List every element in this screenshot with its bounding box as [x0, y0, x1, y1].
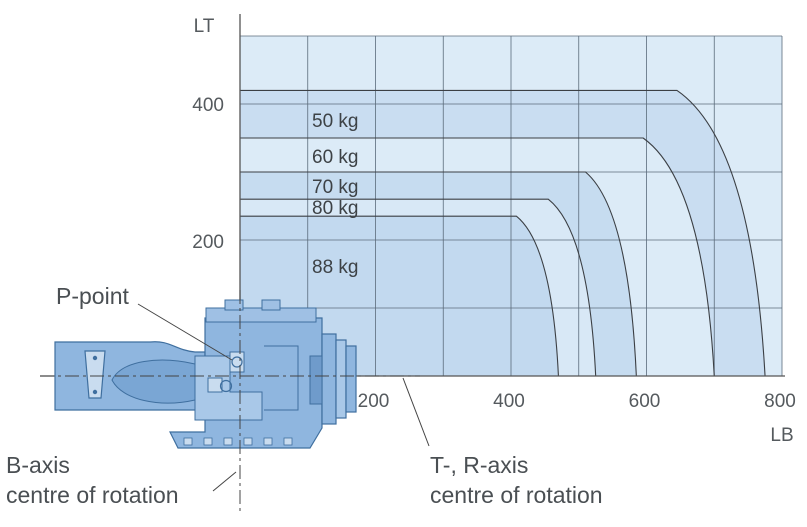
load-curve — [240, 171, 637, 377]
tr-axis-label: T-, R-axis — [430, 452, 528, 478]
tool-flange — [345, 345, 357, 413]
bolt-icon — [223, 437, 233, 446]
bolt-icon — [283, 437, 293, 446]
series-label: 70 kg — [312, 177, 358, 198]
robot-wrist-illustration — [54, 299, 357, 449]
tr-axis-leader — [402, 377, 430, 447]
series-label: 88 kg — [312, 257, 358, 278]
wrist-top-plate — [205, 307, 317, 323]
series-label: 60 kg — [312, 147, 358, 168]
tr-axis-sublabel: centre of rotation — [430, 482, 603, 508]
axis-ticks: 200 400 600 800 200 400 — [192, 95, 796, 412]
wrist-inner-outline — [264, 345, 299, 411]
load-curve — [240, 89, 766, 377]
load-bands — [240, 90, 766, 376]
p-point-circle — [231, 356, 243, 368]
bolt-icon — [203, 437, 213, 446]
bolt-icon — [263, 437, 273, 446]
flange-hub — [309, 355, 323, 405]
load-curve — [240, 215, 559, 377]
load-curve — [240, 137, 715, 377]
flange-plate — [321, 333, 337, 425]
y-tick-label: 200 — [192, 232, 224, 253]
x-tick-label: 400 — [493, 391, 525, 412]
x-tick-label: 600 — [629, 391, 661, 412]
y-tick-label: 400 — [192, 95, 224, 116]
load-curve — [240, 198, 597, 377]
y-axis-title: LT — [194, 16, 215, 37]
bolt-icon — [183, 437, 193, 446]
bolt-icon — [243, 437, 253, 446]
p-point-label: P-point — [56, 283, 129, 309]
x-tick-label: 200 — [358, 391, 390, 412]
b-axis-leader — [212, 471, 237, 492]
bolt-icon — [92, 389, 98, 395]
arm-bracket — [84, 350, 106, 399]
wrist-top-lug — [261, 299, 281, 311]
flange-ring — [335, 339, 347, 419]
series-label: 50 kg — [312, 111, 358, 132]
b-axis-label: B-axis — [6, 452, 70, 478]
joint-circle — [219, 379, 233, 393]
x-tick-label: 800 — [764, 391, 796, 412]
bolt-row — [183, 437, 293, 446]
series-label: 80 kg — [312, 198, 358, 219]
p-point-leader — [137, 303, 233, 361]
joint-block — [207, 377, 223, 393]
wrist-top-lug — [224, 299, 244, 311]
x-axis-title: LB — [770, 425, 793, 446]
bolt-icon — [92, 355, 98, 361]
b-axis-sublabel: centre of rotation — [6, 482, 179, 508]
